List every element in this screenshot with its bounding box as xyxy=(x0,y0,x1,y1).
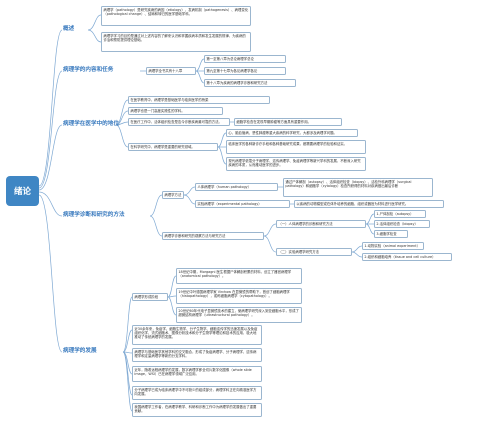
history-new-disciplines: 病理学与基础医学其他学科的交叉融合，形成了免疫病理学、分子病理学、遗传病理学和定… xyxy=(132,348,262,362)
history-molecular: 分子病理学已成为临床病理学中不可缺少的组成部分，病理学科正在向精准医学方向发展。 xyxy=(132,386,262,400)
link-meth-k2 xyxy=(263,235,277,253)
tasks-general: 第一至第八章为总论病理学总论 xyxy=(204,55,286,63)
link-meth-h1 xyxy=(183,186,196,196)
methods-autopsy: 1.尸体剖检（autopsy） xyxy=(374,210,426,218)
link-pos-n3 xyxy=(115,121,129,126)
history-digital-pathology: 近年，随着远程病理学的发展，数字病理学即全切片数字化图像（whole slide… xyxy=(132,366,262,382)
link-hist-m2 xyxy=(167,295,177,298)
link-overview-n1 xyxy=(87,14,102,31)
methods-cytology: 3.细胞学检查 xyxy=(374,230,408,238)
link-meth-g1 xyxy=(149,194,163,217)
link-pos-n4 xyxy=(115,124,129,148)
link-meth-k1c xyxy=(365,223,375,235)
overview-definition: 病理学（pathology）是研究疾病的病因（etiology）、发病机制（pa… xyxy=(101,6,251,26)
root-node: 绪论 xyxy=(6,176,39,206)
link-meth-k1a xyxy=(365,213,375,225)
branch-methods: 病理学诊断和研究的方法 xyxy=(63,212,125,218)
link-tasks-c1 xyxy=(195,58,205,72)
position-cytology: 细胞学检查在发现早期肿瘤等方面具有重要作用。 xyxy=(234,118,342,126)
history-modern-techniques: 近30余年来，免疫学、细胞生物学、分子生物学、细胞遗传学的迅速发展以及免疫组织化… xyxy=(132,325,262,345)
position-research-diseases: 心、脑血管病、恶性肿瘤等重大疾病的科学研究，大都涉及病理学问题。 xyxy=(226,129,358,137)
link-root-position xyxy=(38,124,63,191)
position-research-validation: 临床医学的各种新诊疗手段和各种基础研究成果，都需要病理学的检验和证实。 xyxy=(226,140,366,154)
link-root-history xyxy=(38,194,63,353)
history-anatomical: 18世纪中期，Morgagni 医生根据尸体解剖积累的材料，创立了器官病理学（a… xyxy=(176,268,302,284)
tasks-diagnosis: 第十八章为疾病的病理学诊断和研究方法 xyxy=(204,79,296,87)
link-meth-k1 xyxy=(263,223,277,237)
position-research: 在科学研究中，病理学是重要的研究领域。 xyxy=(128,143,218,151)
link-hist-p2 xyxy=(122,351,133,354)
link-hist-p5 xyxy=(122,351,133,412)
history-formation: 病理学形成阶段 xyxy=(132,293,168,301)
link-overview-n2 xyxy=(87,29,102,43)
link-hist-g1 xyxy=(122,296,133,353)
link-meth-k2a xyxy=(351,245,363,253)
position-medical-work: 在医疗工作中，活体组织检查是迄今诊断疾病最可靠的方法。 xyxy=(128,118,230,126)
position-education: 在医学教育中，病理学是基础医学与临床医学的桥梁 xyxy=(128,96,270,104)
methods-experimental: （二）实验病理学研究方法 xyxy=(276,248,352,256)
link-pos-s1 xyxy=(217,132,227,148)
tasks-chapters: 病理学全书共有十八章 xyxy=(146,67,196,75)
branch-position: 病理学在医学中的地位 xyxy=(63,121,119,127)
history-ultrastructural: 20世纪60年代电子显微镜技术的建立，使病理学研究深入到亚细胞水平，形成了超微结… xyxy=(176,307,302,323)
branch-history: 病理学的发展 xyxy=(63,348,97,354)
position-research-modern: 现代病理学依靠分子病理学、遗传病理学、免疫病理学等新兴学科的发展，不断深入研究疾… xyxy=(226,157,366,171)
link-root-overview xyxy=(38,29,63,187)
history-china-contribution: 我国病理学工作者，在病理学教学、科研和诊断工作中为病理学的发展做出了重要贡献。 xyxy=(132,403,262,417)
link-meth-h2 xyxy=(183,194,196,205)
methods-experimental-pathology: 实验病理学（experimental pathology） xyxy=(195,200,290,208)
methods-experimental-detail: 以疾病的动物模型或在体外培养的细胞、组织或器官为材料进行医学研究。 xyxy=(294,200,444,208)
history-cellular: 19世纪中叶德国病理学家 Virchow 在显微镜的帮助下，首创了细胞病理学（h… xyxy=(176,288,302,304)
methods-animal-experiment: 1.动物实验（animal experiment） xyxy=(362,242,424,250)
link-hist-m1 xyxy=(167,275,177,298)
link-pos-s3 xyxy=(217,146,227,165)
link-root-methods xyxy=(38,191,63,217)
overview-purpose: 病理学学习的目的是通过对上述内容的了解来认识和掌握疾病本质和发生发展的规律，为疾… xyxy=(101,32,251,52)
methods-observation: 病理学诊断和研究的观察方法与研究方法 xyxy=(162,232,264,240)
link-hist-m3 xyxy=(167,296,177,316)
methods-human-pathology-detail: 通过尸体解剖（autopsy）、活体组织检查（biopsy）、活检外科病理学（s… xyxy=(283,178,433,197)
link-meth-k2b xyxy=(351,251,363,258)
methods-human-pathology: 人体病理学（human pathology） xyxy=(195,183,278,191)
tasks-systemic: 第九至第十七章为各论病理学各论 xyxy=(204,67,286,75)
methods-human-diagnostic: （一）人体病理学的诊断和研究方法 xyxy=(276,220,366,228)
methods-approach: 病理学方法 xyxy=(162,191,184,199)
branch-tasks: 病理学的内容和任务 xyxy=(63,67,114,73)
methods-biopsy: 2.活体组织检查（biopsy） xyxy=(374,220,430,228)
link-tasks-c3 xyxy=(195,70,205,84)
branch-overview: 概述 xyxy=(63,26,75,32)
position-practice: 病理学也是一门高度实践性的学科。 xyxy=(128,107,223,115)
methods-tissue-culture: 2.组织和细胞培养（tissue and cell culture） xyxy=(362,253,452,261)
link-meth-g2 xyxy=(149,215,163,237)
link-hist-p1 xyxy=(122,329,133,353)
link-root-tasks xyxy=(38,70,63,189)
